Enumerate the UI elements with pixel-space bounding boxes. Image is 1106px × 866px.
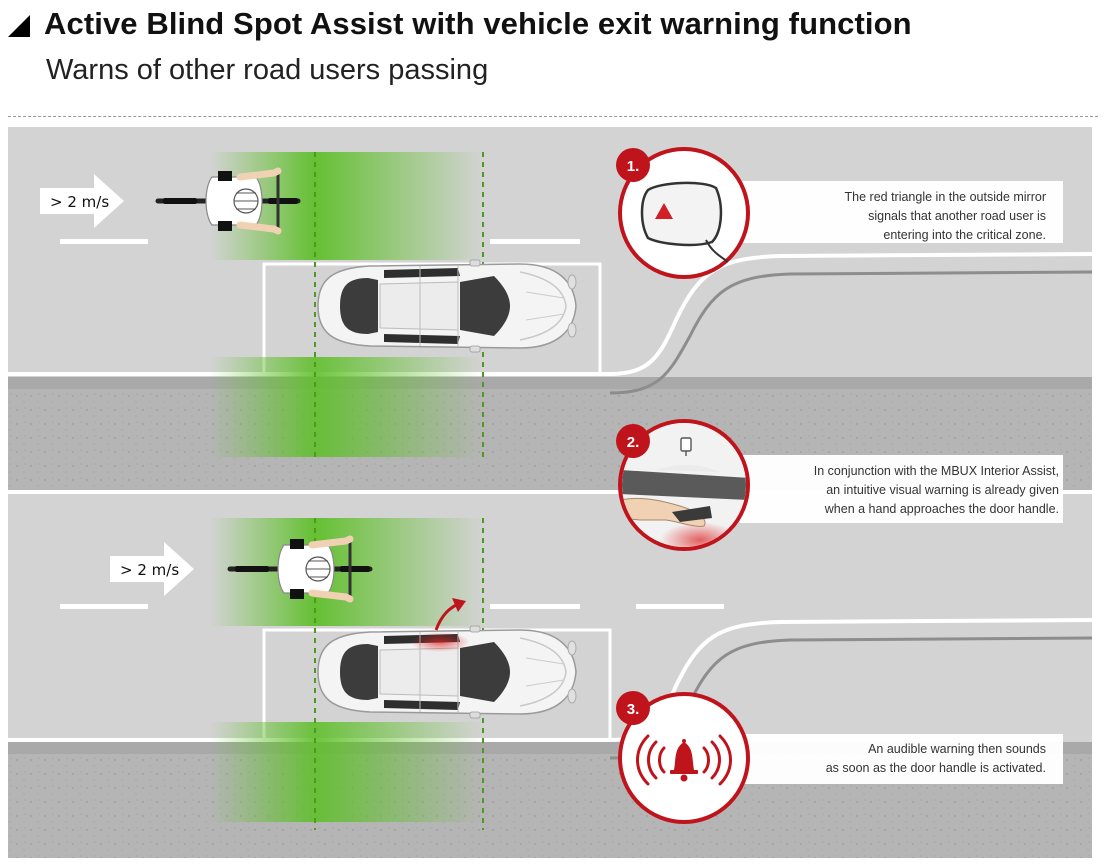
callout-2-line-2: an intuitive visual warning is already g… [826, 483, 1059, 497]
callout-1-number: 1. [627, 158, 640, 175]
title-row: Active Blind Spot Assist with vehicle ex… [8, 6, 912, 42]
page-title: Active Blind Spot Assist with vehicle ex… [44, 6, 912, 41]
callout-3-line-2: as soon as the door handle is activated. [825, 761, 1046, 775]
callout-1-text: The red triangle in the outside mirror s… [845, 188, 1046, 245]
bell-icon [674, 742, 694, 770]
callout-1-line-3: entering into the critical zone. [883, 228, 1046, 242]
page-subtitle: Warns of other road users passing [46, 54, 489, 86]
callout-1-line-1: The red triangle in the outside mirror [844, 190, 1046, 204]
callout-2-line-1: In conjunction with the MBUX Interior As… [813, 464, 1059, 478]
door-open-arrowhead [452, 598, 466, 612]
callout-banner-2 [700, 455, 1063, 523]
sound-waves-icon [636, 734, 732, 786]
car-top [317, 259, 577, 353]
scene-bottom: > 2 m/s [8, 490, 1093, 858]
title-triangle-icon [8, 15, 30, 37]
callout-2-number: 2. [627, 434, 640, 451]
car-bottom [317, 625, 577, 719]
warning-triangle-icon [655, 203, 673, 219]
callout-3-line-1: An audible warning then sounds [868, 742, 1046, 756]
callout-2-line-3: when a hand approaches the door handle. [824, 502, 1059, 516]
callout-banner-3 [700, 734, 1063, 784]
callout-3-circle: 3. [616, 691, 750, 824]
callout-2-circle: 2. [616, 419, 750, 551]
callout-banner-1 [700, 181, 1063, 243]
speed-arrow-top: > 2 m/s [40, 174, 124, 228]
speed-label-top: > 2 m/s [50, 193, 109, 211]
camera-icon [680, 437, 692, 452]
header: Active Blind Spot Assist with vehicle ex… [0, 0, 1106, 117]
speed-label-bottom: > 2 m/s [120, 561, 179, 579]
callout-1-circle: 1. [616, 147, 750, 279]
speed-arrow-bottom: > 2 m/s [110, 542, 194, 596]
callout-3-number: 3. [627, 701, 640, 718]
callout-3-text: An audible warning then sounds as soon a… [826, 740, 1046, 778]
callout-2-text: In conjunction with the MBUX Interior As… [814, 462, 1059, 519]
header-divider [8, 116, 1098, 117]
callout-1-line-2: signals that another road user is [868, 209, 1046, 223]
